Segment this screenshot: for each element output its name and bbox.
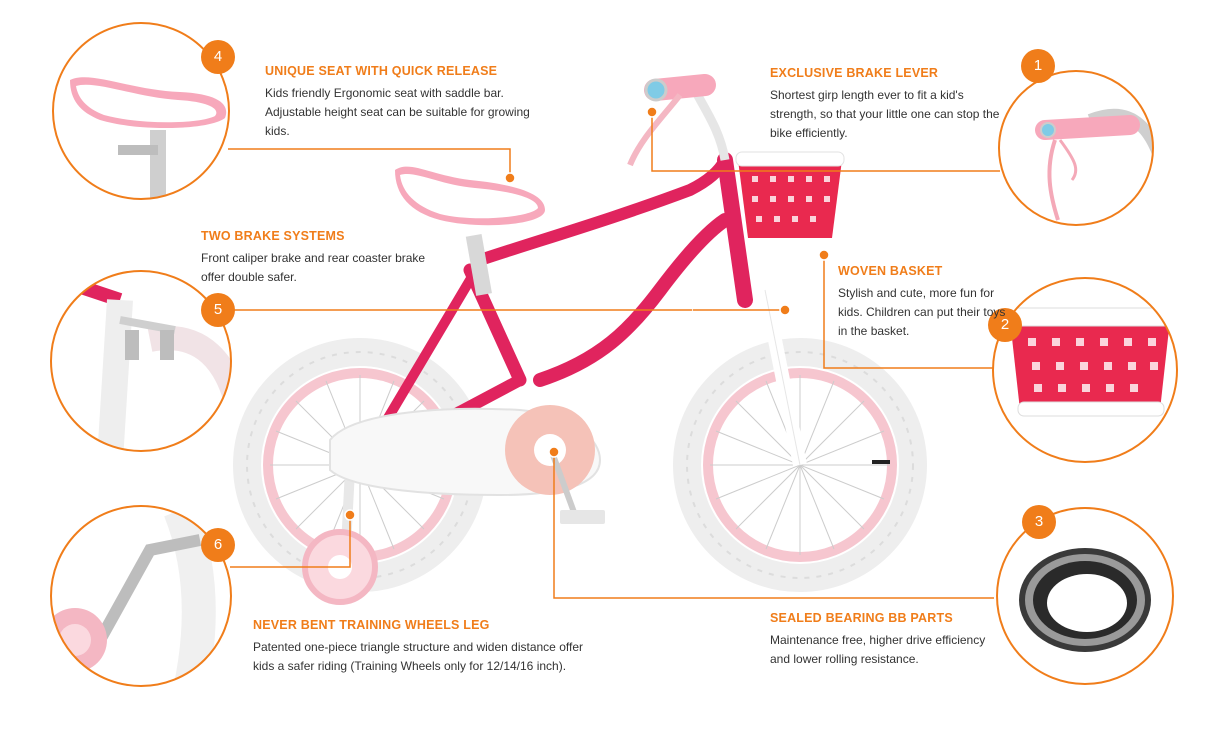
leader-dots [344,106,830,521]
training-wheel-icon [50,505,232,687]
front-wheel [673,338,927,592]
badge-6: 6 [201,528,235,562]
callout-title: UNIQUE SEAT WITH QUICK RELEASE [265,64,498,78]
callout-title: EXCLUSIVE BRAKE LEVER [770,66,939,80]
callout-title: NEVER BENT TRAINING WHEELS LEG [253,618,490,632]
callout-text: Shortest girp length ever to fit a kid's… [770,88,1000,140]
callout-brake-systems: TWO BRAKE SYSTEMS Front caliper brake an… [201,229,447,287]
callout-title: TWO BRAKE SYSTEMS [201,229,345,243]
kids-bike-illustration [233,74,927,605]
badge-2: 2 [988,308,1022,342]
leader-line-1 [651,112,1000,172]
callout-seat: UNIQUE SEAT WITH QUICK RELEASE Kids frie… [265,64,541,141]
caliper-brake-icon [50,270,232,452]
training-wheel [302,469,378,605]
leader-lines [228,112,1000,599]
callout-title: WOVEN BASKET [838,264,943,278]
callout-brake-lever: EXCLUSIVE BRAKE LEVER Shortest girp leng… [770,66,1002,143]
handlebar [627,74,730,167]
sealed-bearing-icon [996,507,1174,685]
callout-sealed-bearing: SEALED BEARING BB PARTS Maintenance free… [770,611,1006,669]
woven-basket-icon [992,277,1178,463]
callout-title: SEALED BEARING BB PARTS [770,611,953,625]
callout-text: Patented one-piece triangle structure an… [253,640,583,673]
bike-seat-icon [52,22,230,200]
leader-line-3 [553,452,994,599]
callout-woven-basket: WOVEN BASKET Stylish and cute, more fun … [838,264,1010,341]
seat-assembly [395,166,545,296]
badge-1: 1 [1021,49,1055,83]
leader-line-4 [228,148,511,178]
woven-basket [735,151,845,238]
badge-4: 4 [201,40,235,74]
callout-text: Front caliper brake and rear coaster bra… [201,251,426,284]
brake-lever-icon [998,70,1154,226]
callout-training-wheels: NEVER BENT TRAINING WHEELS LEG Patented … [253,618,583,676]
badge-3: 3 [1022,505,1056,539]
callout-text: Kids friendly Ergonomic seat with saddle… [265,86,530,138]
callout-text: Maintenance free, higher drive efficienc… [770,633,986,666]
leader-line-6 [230,515,351,568]
leader-line-2 [823,255,997,369]
callout-text: Stylish and cute, more fun for kids. Chi… [838,286,1006,338]
badge-5: 5 [201,293,235,327]
